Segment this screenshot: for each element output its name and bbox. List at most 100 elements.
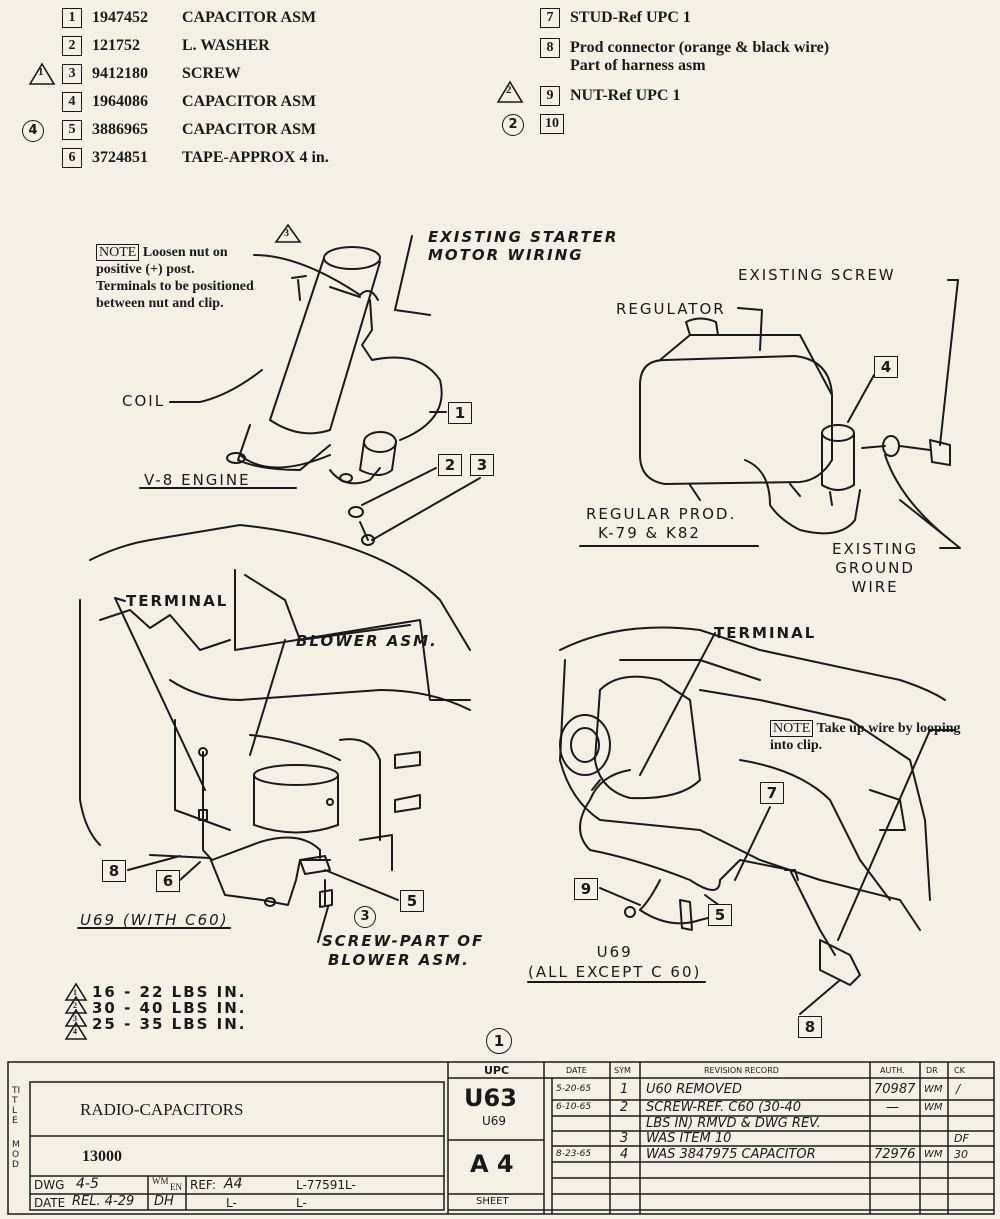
callout-1: 1 [448, 402, 472, 424]
item-number: 9 [540, 86, 560, 106]
parts-row: 1 1947452 CAPACITOR ASM [62, 6, 316, 30]
part-description: Prod connector (orange & black wire) [570, 39, 830, 56]
ground-line2: GROUND [835, 559, 915, 577]
blower-illustration [77, 524, 471, 943]
regulator-illustration [579, 279, 961, 549]
part-description: STUD-Ref UPC 1 [570, 9, 691, 26]
terminal-label: TERMINAL [126, 592, 229, 610]
torque-row-2: 30 - 40 LBS IN. [92, 999, 247, 1017]
screw-ref-mark: 3 [284, 228, 289, 239]
existing-screw-label: EXISTING SCREW [738, 266, 896, 284]
circle-3: 3 [354, 906, 376, 928]
screw-line1: SCREW-PART OF [322, 932, 485, 950]
date-value: REL. 4-29 [72, 1194, 135, 1209]
callout-7: 7 [760, 782, 784, 804]
engine-side-caption: U69 (ALL EXCEPT C 60) [528, 942, 701, 982]
rev-header-sym: SYM [614, 1066, 631, 1075]
ground-line1: EXISTING [832, 540, 919, 558]
item-number: 7 [540, 8, 560, 28]
drawing-title: RADIO-CAPACITORS [80, 1100, 244, 1119]
item-number: 6 [62, 148, 82, 168]
parts-row: 10 [540, 112, 574, 136]
title-side-label: TITLE [12, 1086, 21, 1126]
l-ref-1: L- [226, 1196, 237, 1210]
rev-dr: WM [924, 1084, 943, 1095]
rev-text: WAS 3847975 CAPACITOR [646, 1147, 816, 1162]
torque-mark-1: 1 [73, 988, 77, 997]
v8-note: NOTE Loosen nut on positive (+) post. Te… [96, 244, 256, 312]
ref-value: A4 [224, 1176, 243, 1192]
rev-auth: — [886, 1100, 899, 1115]
blower-caption: U69 (WITH C60) [80, 911, 229, 929]
engine-caption: V-8 ENGINE [144, 471, 251, 489]
torque-ref-circle: 2 [502, 114, 524, 136]
title-block-grid [7, 1061, 995, 1215]
rev-header-ck: CK [954, 1066, 965, 1075]
screw-line2: BLOWER ASM. [328, 951, 470, 969]
parts-row: 4 1964086 CAPACITOR ASM [62, 90, 316, 114]
rev-header-record: REVISION RECORD [704, 1066, 779, 1075]
regulator-label: REGULATOR [616, 300, 726, 318]
part-description: L. WASHER [182, 37, 270, 54]
parts-row: 7 STUD-Ref UPC 1 [540, 6, 691, 30]
screw-part-label: SCREW-PART OF BLOWER ASM. [322, 932, 484, 970]
rev-text: LBS IN) RMVD & DWG REV. [646, 1116, 821, 1131]
rev-date: 8-23-65 [556, 1149, 592, 1159]
part-description: CAPACITOR ASM [182, 93, 317, 110]
torque-ref-mark: 1 [38, 66, 44, 78]
part-description: TAPE-APPROX 4 in. [182, 149, 329, 166]
en-label: EN [170, 1182, 182, 1192]
starter-wiring-label: EXISTING STARTER MOTOR WIRING [428, 228, 618, 264]
part-number: 121752 [92, 37, 140, 54]
rev-sym: 4 [620, 1147, 629, 1162]
rev-text: WAS ITEM 10 [646, 1131, 732, 1146]
callout-5: 5 [400, 890, 424, 912]
coil-illustration [139, 235, 481, 546]
rev-sym: 3 [620, 1131, 629, 1146]
rev-date: 5-20-65 [556, 1084, 592, 1094]
regular-prod-label: REGULAR PROD. K-79 & K82 [586, 505, 736, 543]
upc-code-a: A 4 [470, 1150, 514, 1178]
item-number: 5 [62, 120, 82, 140]
note-text: Take up wire by looping into clip. [770, 721, 961, 753]
callout-4: 4 [874, 356, 898, 378]
torque-row-3: 25 - 35 LBS IN. [92, 1015, 247, 1033]
upc-circle: 1 [486, 1028, 512, 1054]
starter-wiring-line1: EXISTING STARTER [428, 228, 619, 246]
dwg-label: DWG [34, 1178, 65, 1192]
rev-header-date: DATE [566, 1066, 587, 1075]
parts-row: 6 3724851 TAPE-APPROX 4 in. [62, 146, 329, 170]
engine-side-illustration [527, 626, 956, 1015]
rev-header-dr: DR [926, 1066, 938, 1075]
rev-dr: WM [924, 1102, 943, 1113]
part-description: CAPACITOR ASM [182, 9, 317, 26]
part-number: 3724851 [92, 149, 148, 166]
part-number: 9412180 [92, 65, 148, 82]
parts-row: 2 121752 L. WASHER [62, 34, 270, 58]
dh-value: DH [154, 1194, 174, 1209]
rev-date: 6-10-65 [556, 1102, 592, 1112]
prod-line1: REGULAR PROD. [586, 505, 737, 523]
caption-line1: U69 [596, 943, 633, 961]
prod-line2: K-79 & K82 [598, 524, 701, 542]
callout-3: 3 [470, 454, 494, 476]
l-ref-2: L- [296, 1196, 307, 1210]
torque-row-1: 16 - 22 LBS IN. [92, 983, 247, 1001]
caption-line2: (ALL EXCEPT C 60) [528, 963, 702, 981]
wm-label: WM [152, 1176, 169, 1186]
dwg-value: 4-5 [76, 1176, 99, 1192]
ground-wire-label: EXISTING GROUND WIRE [832, 540, 918, 597]
parts-row-continued: Part of harness asm [570, 54, 706, 78]
mod-side-label: MOD [12, 1140, 20, 1170]
note-tag: NOTE [770, 720, 814, 737]
torque-ref-circle: 4 [22, 120, 44, 142]
upc-header: UPC [484, 1064, 510, 1077]
terminal-label-right: TERMINAL [714, 624, 817, 642]
part-description: CAPACITOR ASM [182, 121, 317, 138]
upc-code-sub: U69 [482, 1114, 507, 1128]
rev-ck: / [956, 1082, 961, 1096]
starter-wiring-line2: MOTOR WIRING [428, 246, 584, 264]
torque-mark-3: 3 [73, 1014, 77, 1023]
part-number: 3886965 [92, 121, 148, 138]
